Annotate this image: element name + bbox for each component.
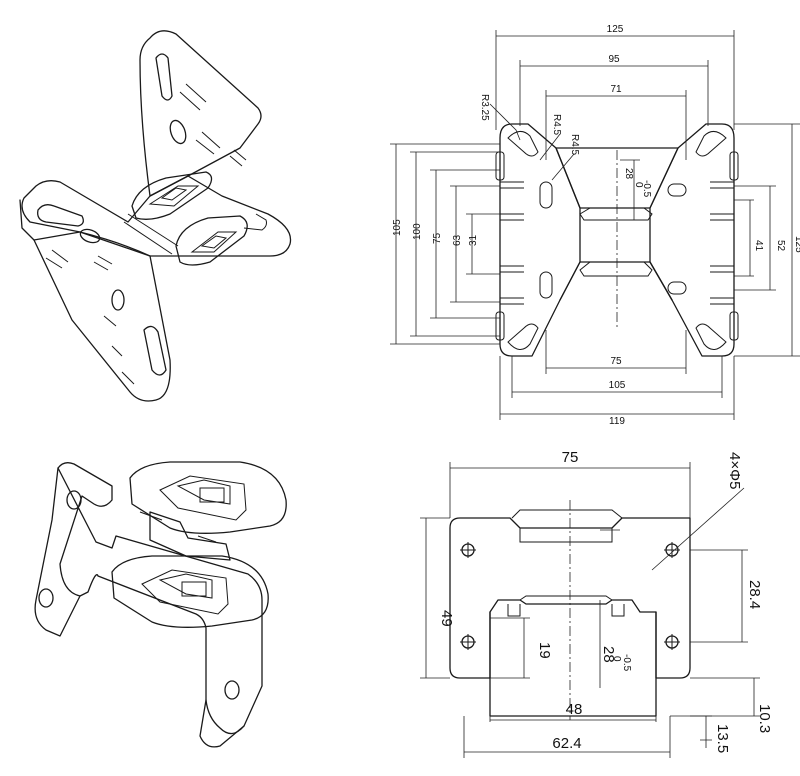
plan-view-top: [495, 123, 739, 357]
dim-95-width: 95: [608, 54, 620, 65]
dim-48-width: 48: [566, 701, 583, 718]
dim-28-tol-upper: 0: [633, 182, 644, 188]
isometric-view-top: [19, 30, 292, 402]
dim-75-top: 75: [562, 449, 579, 466]
dim-28-tol-lower: -0.5: [641, 180, 652, 198]
dim-28-front-tol-upper: 0: [611, 656, 622, 662]
dim-105-height: 105: [392, 219, 403, 236]
dim-49-height: 49: [438, 610, 455, 627]
dim-62-4-width: 62.4: [552, 735, 581, 752]
dim-125-height: 125: [793, 236, 800, 253]
dim-75-bottom: 75: [610, 356, 622, 367]
dim-63-height: 63: [452, 234, 463, 246]
radius-4-5-label-b: R4.5: [569, 134, 580, 156]
plan-view-dimensions: [390, 30, 800, 420]
dim-13-5-height: 13.5: [714, 724, 731, 753]
dim-125-width: 125: [607, 24, 624, 35]
dim-75-height: 75: [432, 232, 443, 244]
front-view-bottom: [449, 500, 691, 720]
dim-71-width: 71: [610, 84, 622, 95]
radius-3-25-label: R3.25: [479, 94, 490, 121]
dim-119-bottom: 119: [609, 416, 625, 427]
dim-28-height-front: 28: [600, 646, 617, 663]
dim-100-height: 100: [412, 223, 423, 240]
dim-28-4-height: 28.4: [746, 580, 763, 609]
front-view-dimensions: [420, 462, 760, 758]
isometric-view-bottom: [34, 461, 287, 748]
dim-10-3-height: 10.3: [756, 704, 773, 733]
dim-31-height: 31: [468, 234, 479, 246]
radius-4-5-label-a: R4.5: [551, 114, 562, 136]
dim-105-bottom: 105: [609, 380, 626, 391]
dim-41-height: 41: [753, 240, 764, 252]
dim-28-front-tol-lower: -0.5: [621, 654, 632, 672]
dim-28-height: 28: [623, 168, 634, 180]
dim-52-height: 52: [775, 240, 786, 252]
dim-19-height: 19: [536, 642, 553, 659]
holes-4x5-label: 4×Φ5: [726, 452, 743, 489]
